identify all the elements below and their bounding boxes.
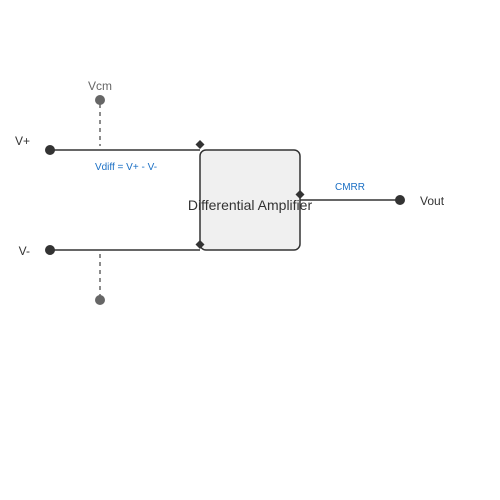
lower-cm-terminal: [95, 295, 105, 305]
plus-input-port: [195, 140, 205, 149]
vminus-label: V-: [19, 244, 30, 258]
vplus-terminal: [45, 145, 55, 155]
vout-terminal: [395, 195, 405, 205]
vcm-label: Vcm: [88, 79, 112, 93]
vout-label: Vout: [420, 194, 445, 208]
vplus-label: V+: [15, 134, 30, 148]
output-port: [295, 190, 305, 199]
vcm-terminal: [95, 95, 105, 105]
amplifier-label: Differential Amplifier: [188, 197, 313, 213]
vminus-terminal: [45, 245, 55, 255]
vdiff-annotation: Vdiff = V+ - V-: [95, 162, 157, 173]
cmrr-annotation: CMRR: [335, 182, 365, 193]
minus-input-port: [195, 240, 205, 249]
amplifier-block: [199, 149, 301, 251]
